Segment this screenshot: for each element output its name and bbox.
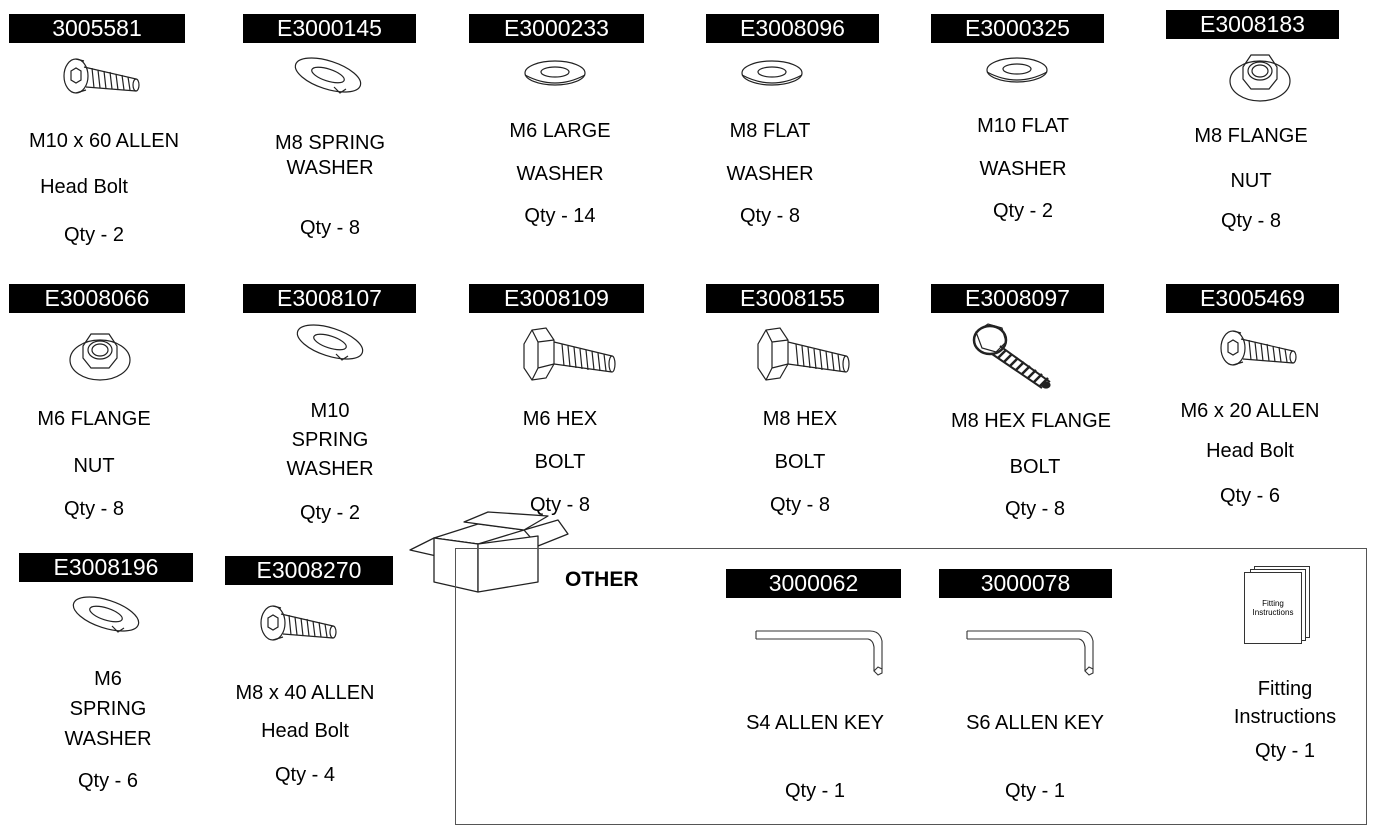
part-quantity: Qty - 2 — [63, 224, 124, 246]
other-section — [455, 548, 1367, 825]
part-quantity: Qty - 8 — [529, 494, 590, 516]
part-code: E3000145 — [243, 14, 416, 43]
tool-name: S4 ALLEN KEY — [746, 712, 884, 734]
allen-bolt-icon — [260, 605, 337, 641]
part-description: M6 x 20 ALLEN — [1180, 400, 1320, 422]
part-description: M6 LARGE — [509, 120, 611, 142]
allen-key-icon — [966, 630, 1094, 676]
part-quantity: Qty - 8 — [1220, 210, 1281, 232]
part-description: M8 SPRING — [274, 132, 386, 154]
part-code: E3008196 — [19, 553, 193, 582]
part-description: WASHER — [979, 158, 1067, 180]
part-description: Head Bolt — [261, 720, 349, 742]
hex-flange-bolt-icon — [972, 323, 1051, 389]
section-title: OTHER — [565, 568, 639, 591]
part-description: M10 x 60 ALLEN — [28, 130, 180, 152]
part-quantity: Qty - 8 — [769, 494, 830, 516]
part-code: E3000233 — [469, 14, 644, 43]
instructions-name: Fitting — [1257, 678, 1313, 700]
spring-washer-icon — [294, 57, 362, 94]
spring-washer-icon — [296, 324, 364, 361]
allen-bolt-icon — [1220, 330, 1297, 366]
part-code: E3008155 — [706, 284, 879, 313]
part-description: M8 x 40 ALLEN — [235, 682, 375, 704]
allen-bolt-icon — [63, 58, 140, 94]
part-code: E3008096 — [706, 14, 879, 43]
flat-washer-icon — [741, 60, 803, 86]
part-description: M8 FLANGE — [1194, 125, 1308, 147]
part-description: Head Bolt — [40, 176, 128, 198]
part-quantity: Qty - 2 — [992, 200, 1053, 222]
part-description: NUT — [73, 455, 115, 477]
flange-nut-icon — [69, 333, 131, 381]
allen-key-icon — [755, 630, 883, 676]
part-description: M8 HEX FLANGE — [950, 410, 1112, 432]
part-code: E3008066 — [9, 284, 185, 313]
spring-washer-icon — [72, 596, 140, 633]
part-description: WASHER — [286, 157, 374, 179]
part-code: 3005581 — [9, 14, 185, 43]
part-code: 3000078 — [939, 569, 1112, 598]
part-quantity: Qty - 2 — [299, 502, 360, 524]
part-description: M6 HEX — [522, 408, 598, 430]
part-description: BOLT — [1009, 456, 1061, 478]
part-description: M8 HEX — [762, 408, 838, 430]
part-quantity: Qty - 8 — [63, 498, 124, 520]
part-description: WASHER — [64, 728, 152, 750]
flat-washer-icon — [524, 60, 586, 86]
part-description: NUT — [1230, 170, 1272, 192]
part-description: M10 — [310, 400, 350, 422]
flange-nut-icon — [1229, 54, 1291, 102]
part-quantity: Qty - 8 — [1004, 498, 1065, 520]
part-code: E3000325 — [931, 14, 1104, 43]
part-description: M6 — [94, 668, 122, 690]
part-description: M8 FLAT — [729, 120, 811, 142]
part-description: SPRING — [291, 429, 369, 451]
part-quantity: Qty - 4 — [274, 764, 335, 786]
hex-bolt-icon — [757, 327, 850, 381]
part-quantity: Qty - 6 — [1219, 485, 1280, 507]
flat-washer-icon — [986, 57, 1048, 83]
part-description: M6 FLANGE — [37, 408, 151, 430]
part-description: Head Bolt — [1206, 440, 1294, 462]
part-code: E3005469 — [1166, 284, 1339, 313]
tool-name: S6 ALLEN KEY — [966, 712, 1104, 734]
part-description: BOLT — [534, 451, 586, 473]
part-quantity: Qty - 8 — [299, 217, 360, 239]
part-description: WASHER — [726, 163, 814, 185]
part-description: WASHER — [286, 458, 374, 480]
part-description: SPRING — [69, 698, 147, 720]
hex-bolt-icon — [523, 327, 616, 381]
part-quantity: Qty - 8 — [739, 205, 800, 227]
part-description: WASHER — [516, 163, 604, 185]
part-code: E3008183 — [1166, 10, 1339, 39]
part-quantity: Qty - 6 — [77, 770, 138, 792]
part-code: E3008270 — [225, 556, 393, 585]
part-code: E3008109 — [469, 284, 644, 313]
part-description: BOLT — [774, 451, 826, 473]
instructions-quantity: Qty - 1 — [1254, 740, 1315, 762]
instructions-booklet-icon: Fitting Instructions — [1244, 566, 1310, 644]
part-quantity: Qty - 14 — [524, 205, 596, 227]
booklet-cover-text: Fitting Instructions — [1252, 599, 1294, 617]
tool-quantity: Qty - 1 — [784, 780, 845, 802]
part-code: E3008107 — [243, 284, 416, 313]
tool-quantity: Qty - 1 — [1004, 780, 1065, 802]
part-code: 3000062 — [726, 569, 901, 598]
open-box-icon — [409, 511, 569, 593]
part-description: M10 FLAT — [977, 115, 1069, 137]
instructions-name: Instructions — [1233, 706, 1337, 728]
part-code: E3008097 — [931, 284, 1104, 313]
